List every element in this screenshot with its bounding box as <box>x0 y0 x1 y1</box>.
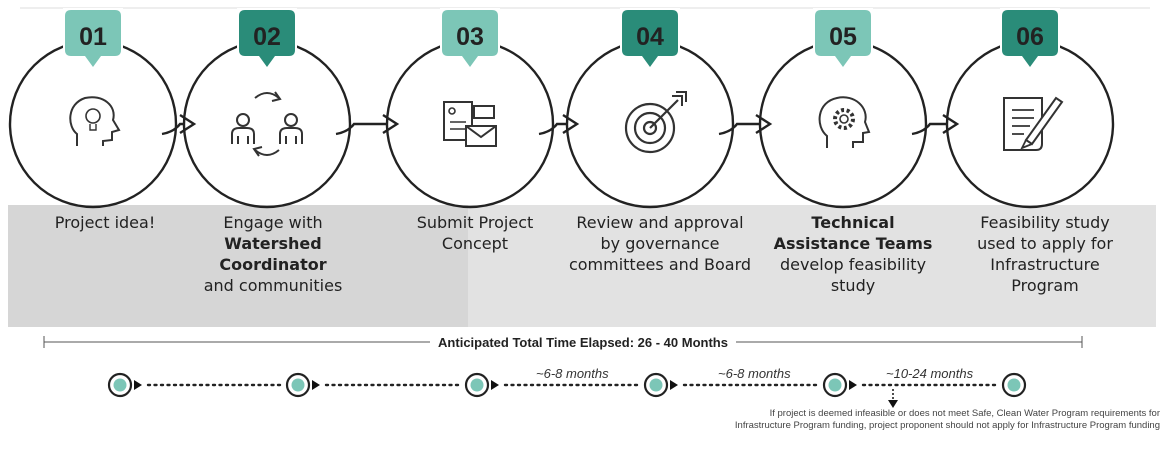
step-05-label-bold: Technical <box>811 213 895 232</box>
connector-arrow-icon <box>911 113 960 136</box>
step-number-pin <box>442 10 498 67</box>
timeline-dot <box>1001 372 1027 398</box>
step-06: 06 <box>945 8 1115 209</box>
step-03-label-line: Submit Project <box>416 213 534 232</box>
step-number: 01 <box>79 23 107 51</box>
step-02-label-line: and communities <box>203 276 343 295</box>
interval-label-2: ~6-8 months <box>718 366 791 381</box>
document-pen-icon <box>1003 96 1064 151</box>
gear-head-icon <box>818 96 871 148</box>
target-arrow-icon <box>624 91 687 154</box>
connector-arrow-icon <box>161 113 197 136</box>
timeline-dot <box>285 372 311 398</box>
timeline-dot <box>464 372 490 398</box>
step-05-label-line: develop feasibility <box>779 255 927 274</box>
step-number-pin <box>815 10 871 67</box>
step-01-label-line: Project idea! <box>54 213 156 232</box>
step-04: 04 <box>565 8 773 209</box>
two-people-exchange-icon <box>231 91 303 157</box>
step-number: 05 <box>829 23 857 51</box>
step-03-label: Submit Project Concept <box>390 212 560 254</box>
step-05-label: Technical Assistance Teams develop feasi… <box>768 212 938 296</box>
total-time-elapsed: Anticipated Total Time Elapsed: 26 - 40 … <box>0 334 1166 352</box>
step-03: 03 <box>385 8 580 209</box>
timeline-dotted-connector <box>849 380 1000 390</box>
step-06-label-line: Feasibility study <box>980 213 1110 232</box>
step-02-label-bold: Watershed Coordinator <box>219 234 327 274</box>
step-number: 03 <box>456 23 484 51</box>
step-05-label-bold: Assistance Teams <box>773 234 933 253</box>
step-02-label-line: Engage with <box>223 213 323 232</box>
connector-arrow-icon <box>538 113 580 136</box>
step-03-label-line: Concept <box>441 234 509 253</box>
step-02-label: Engage with Watershed Coordinator and co… <box>188 212 358 296</box>
timeline-dotted-connector <box>670 380 821 390</box>
step-01: 01 <box>8 8 197 209</box>
interval-label-3: ~10-24 months <box>886 366 974 381</box>
lightbulb-head-icon <box>69 96 121 146</box>
step-01-label: Project idea! <box>20 212 190 233</box>
note-line-1: If project is deemed infeasible or does … <box>769 408 1160 419</box>
step-number: 02 <box>253 23 281 51</box>
step-04-label-line: by governance <box>600 234 720 253</box>
step-04-label-line: Review and approval <box>576 213 744 232</box>
step-number: 06 <box>1016 23 1044 51</box>
step-number-pin <box>239 10 295 67</box>
step-05: 05 <box>758 8 960 209</box>
step-02: 02 <box>182 8 400 209</box>
total-time-label: Anticipated Total Time Elapsed: 26 - 40 … <box>430 335 736 350</box>
timeline-dot <box>822 372 848 398</box>
step-number: 04 <box>636 23 664 51</box>
step-06-label-line: Program <box>1011 276 1079 295</box>
step-06-label: Feasibility study used to apply for Infr… <box>955 212 1135 296</box>
timeline-dot <box>643 372 669 398</box>
documents-envelope-icon <box>443 101 497 147</box>
label-band-shade <box>8 205 468 327</box>
step-04-label: Review and approval by governance commit… <box>565 212 755 275</box>
step-06-label-line: used to apply for <box>977 234 1113 253</box>
step-05-label-line: study <box>830 276 876 295</box>
step-number-pin <box>1002 10 1058 67</box>
timeline-dotted-connector <box>312 380 463 390</box>
timeline-dotted-connector <box>491 380 642 390</box>
infeasible-branch-arrow-icon <box>888 389 898 408</box>
step-06-label-line: Infrastructure <box>990 255 1100 274</box>
interval-label-1: ~6-8 months <box>536 366 609 381</box>
timeline-dot <box>107 372 133 398</box>
timeline-dotted-connector <box>134 380 284 390</box>
infeasible-note: If project is deemed infeasible or does … <box>640 408 1160 432</box>
step-04-label-line: committees and Board <box>568 255 752 274</box>
step-number-pin <box>622 10 678 67</box>
connector-arrow-icon <box>718 113 773 136</box>
note-line-2: Infrastructure Program funding, project … <box>734 420 1160 431</box>
step-number-pin <box>65 10 121 67</box>
